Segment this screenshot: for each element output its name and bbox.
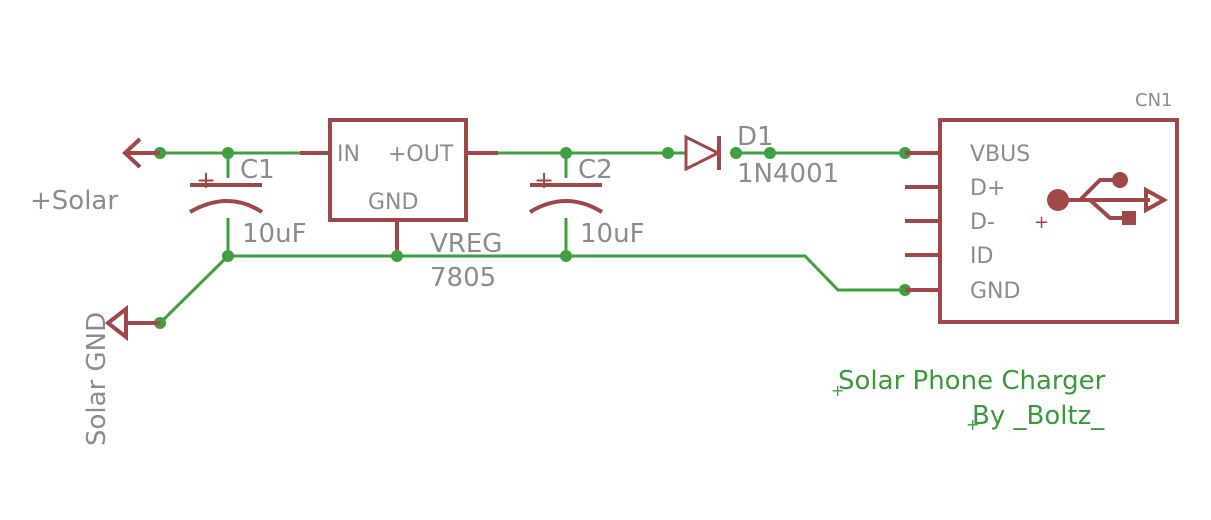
solar-positive-label: +Solar bbox=[30, 186, 118, 216]
schematic-title: + Solar Phone Charger + By _Boltz_ bbox=[831, 366, 1106, 434]
svg-text:+: + bbox=[831, 381, 844, 400]
vreg-pin-out: +OUT bbox=[388, 142, 454, 167]
cn1-pin-label: D+ bbox=[970, 176, 1005, 201]
capacitor-c1: + C1 10uF bbox=[188, 155, 307, 249]
c1-value: 10uF bbox=[242, 219, 307, 249]
vreg-value: 7805 bbox=[430, 263, 496, 293]
junction-dot bbox=[222, 250, 234, 262]
solar-positive-port: +Solar bbox=[30, 137, 160, 216]
c1-polarity: + bbox=[196, 166, 216, 194]
vreg-pin-in: IN bbox=[337, 142, 360, 167]
cn1-pin-label: D- bbox=[970, 210, 995, 235]
wire-ground-bus bbox=[158, 254, 905, 325]
junction-dot bbox=[730, 147, 742, 159]
svg-text:+: + bbox=[966, 415, 979, 434]
junction-dot bbox=[560, 250, 572, 262]
usb-connector-cn1: CN1 VBUS D+ D- ID GND + bbox=[905, 90, 1179, 324]
d1-name: D1 bbox=[737, 122, 774, 152]
capacitor-c2: + C2 10uF bbox=[528, 155, 645, 249]
solar-ground-label: Solar GND bbox=[82, 312, 112, 446]
cn1-pin-label: GND bbox=[970, 279, 1020, 304]
cn1-name: CN1 bbox=[1135, 90, 1173, 111]
title-line-1: Solar Phone Charger bbox=[838, 366, 1106, 396]
d1-value: 1N4001 bbox=[737, 159, 839, 189]
c1-name: C1 bbox=[240, 155, 275, 185]
voltage-regulator: IN +OUT GND VREG 7805 bbox=[300, 118, 502, 293]
junction-dot bbox=[764, 147, 776, 159]
cn1-pin-label: ID bbox=[970, 244, 993, 269]
c2-name: C2 bbox=[578, 155, 613, 185]
title-line-2: By _Boltz_ bbox=[972, 401, 1105, 431]
capacitor-curved-plate bbox=[528, 199, 604, 214]
vreg-name: VREG bbox=[430, 229, 502, 259]
capacitor-curved-plate bbox=[188, 199, 264, 214]
c2-value: 10uF bbox=[580, 219, 645, 249]
junction-dot bbox=[662, 147, 674, 159]
vreg-pin-gnd: GND bbox=[368, 190, 418, 215]
diode-icon bbox=[684, 134, 722, 172]
usb-icon bbox=[1047, 172, 1169, 225]
junctions bbox=[154, 147, 911, 329]
junction-dot bbox=[391, 250, 403, 262]
c2-polarity: + bbox=[534, 166, 554, 194]
junction-dot bbox=[222, 147, 234, 159]
diode-d1: D1 1N4001 bbox=[684, 122, 839, 189]
solar-ground-port: Solar GND bbox=[82, 304, 160, 446]
junction-dot bbox=[560, 147, 572, 159]
cn1-pin-label: VBUS bbox=[970, 142, 1030, 167]
cn1-origin-cross: + bbox=[1034, 212, 1049, 233]
